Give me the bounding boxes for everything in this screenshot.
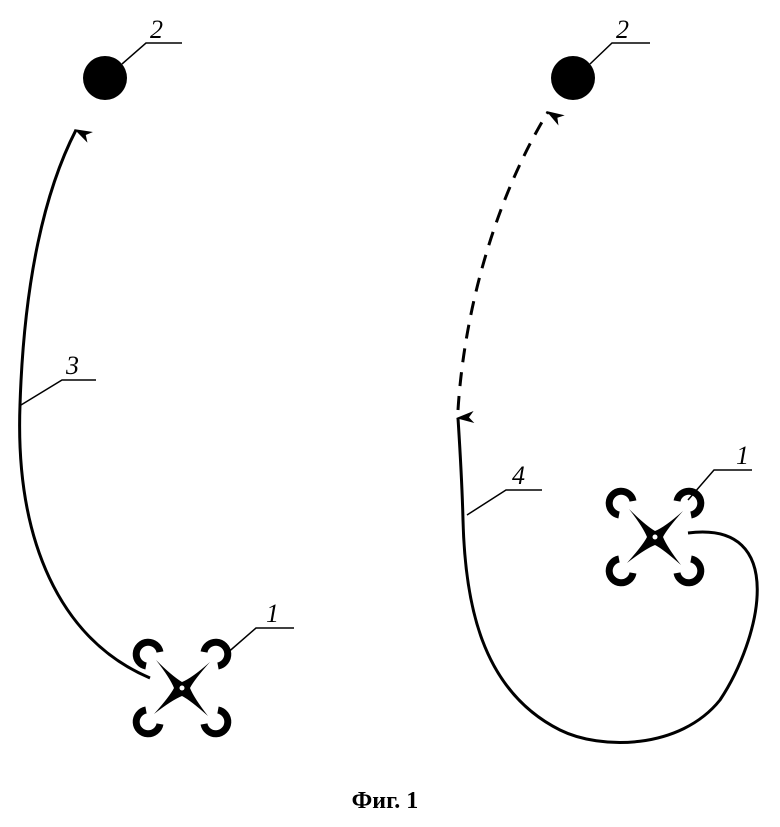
- label-target-left: 2: [150, 15, 163, 44]
- figure-caption: Фиг. 1: [352, 788, 419, 814]
- label-drone-right: 1: [736, 441, 749, 470]
- trajectory-direct: [20, 130, 150, 678]
- trajectory-predicted-dashed: [458, 112, 548, 410]
- leader-target-left: [122, 43, 182, 64]
- label-drone-left: 1: [266, 599, 279, 628]
- leader-target-right: [590, 43, 650, 64]
- drone-left: [136, 642, 228, 734]
- target-left: [83, 56, 127, 100]
- label-target-right: 2: [616, 15, 629, 44]
- leader-trajectory-3: [21, 380, 96, 405]
- target-right: [551, 56, 595, 100]
- label-trajectory-3: 3: [65, 351, 79, 380]
- leader-drone-left: [225, 628, 294, 655]
- leader-trajectory-4: [467, 490, 542, 515]
- drone-right: [609, 491, 701, 583]
- label-trajectory-4: 4: [512, 461, 525, 490]
- trajectory-loop: [458, 418, 757, 742]
